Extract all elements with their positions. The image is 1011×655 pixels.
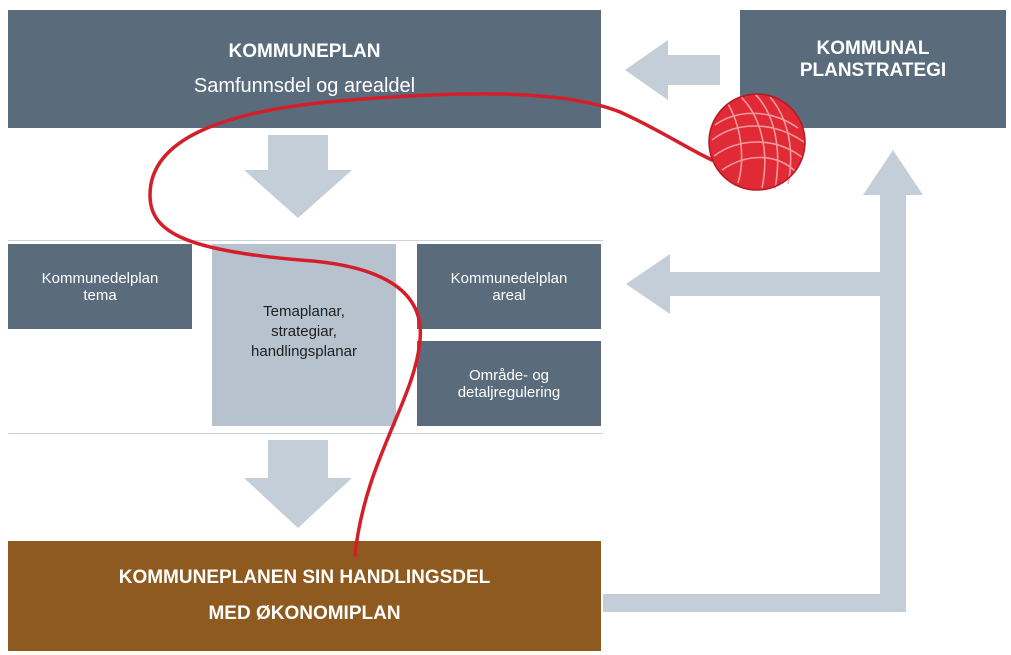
handlingsdel-line2: MED ØKONOMIPLAN [208,603,401,624]
kommuneplan-title: KOMMUNEPLAN [228,40,381,62]
kommunedelplan-areal-line2: areal [492,286,526,304]
temaplanar-line1: Temaplanar, [263,303,345,320]
kommunedelplan-tema-box: Kommunedelplan tema [8,244,192,329]
temaplanar-line2: strategiar, [271,323,337,340]
omrade-regulering-line2: detaljregulering [457,383,561,401]
planstrategi-line1: KOMMUNAL [816,38,930,59]
handlingsdel-line1: KOMMUNEPLANEN SIN HANDLINGSDEL [118,567,491,588]
kommuneplan-box: KOMMUNEPLAN Samfunnsdel og arealdel [8,10,601,128]
bottom-divider [8,433,603,434]
yarn-ball-icon [708,93,806,191]
arrow-down-1 [244,135,352,218]
temaplanar-box: Temaplanar, strategiar, handlingsplanar [212,244,396,426]
kommunedelplan-areal-line1: Kommunedelplan [450,269,568,287]
red-thread [148,92,714,557]
omrade-regulering-box: Område- og detaljregulering [417,341,601,426]
arrow-left-middle [626,254,882,314]
arrow-left-top [625,40,720,100]
temaplanar-line3: handlingsplanar [251,343,357,360]
planstrategi-line2: PLANSTRATEGI [799,60,947,81]
kommunedelplan-areal-box: Kommunedelplan areal [417,244,601,329]
kommunedelplan-tema-line1: Kommunedelplan [41,269,159,287]
kommunedelplan-tema-line2: tema [83,286,117,304]
omrade-regulering-line1: Område- og [468,366,550,384]
arrow-return-path [603,150,923,612]
top-divider [8,240,603,241]
arrow-down-2 [244,440,352,528]
kommuneplan-subtitle: Samfunnsdel og arealdel [193,74,416,97]
handlingsdel-box: KOMMUNEPLANEN SIN HANDLINGSDEL MED ØKONO… [8,541,601,651]
